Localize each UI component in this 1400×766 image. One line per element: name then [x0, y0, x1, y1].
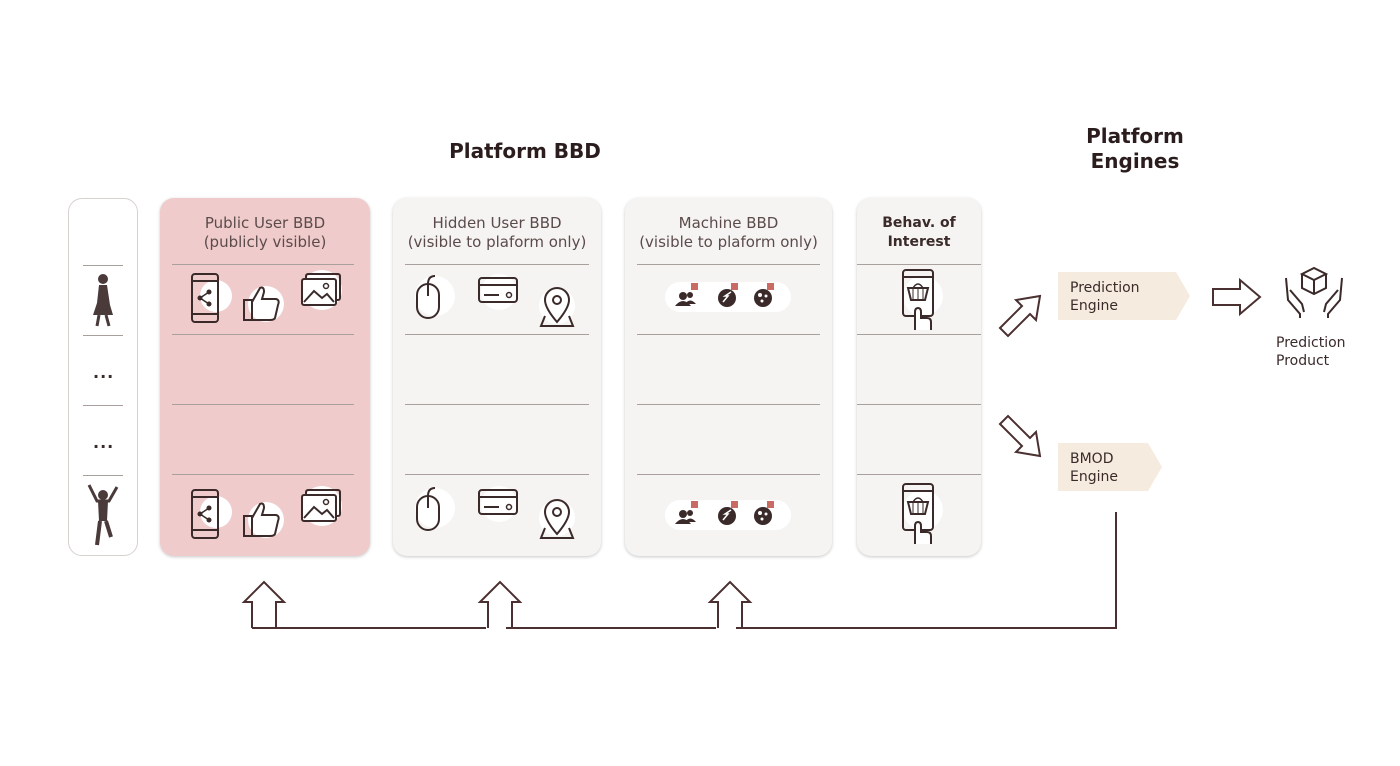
woman-figure-icon [93, 274, 113, 327]
prediction-product-label: Prediction Product [1276, 334, 1346, 370]
row-divider [405, 474, 589, 475]
up-arrow-icon [707, 580, 753, 628]
row-divider [857, 334, 981, 335]
public-user-bbd-title: Public User BBD [204, 214, 326, 232]
machine-bbd-title: Machine BBD [678, 214, 779, 232]
machine-signals-icon [665, 282, 791, 312]
row-divider [83, 335, 123, 336]
machine-signals-icon [665, 500, 791, 530]
row-divider [83, 405, 123, 406]
machine-bbd-header: Machine BBD (visible to plaform only) [625, 214, 832, 252]
ellipsis-row-3: ... [93, 433, 115, 452]
hands-box-icon [1285, 266, 1343, 318]
platform-engines-title: Platform Engines [1060, 124, 1210, 174]
behav-of-interest-subtitle: Interest [887, 234, 951, 250]
row-divider [637, 264, 820, 265]
thumbs-up-icon [243, 502, 284, 538]
behav-of-interest-title: Behav. of [882, 215, 956, 231]
arrow-up-right-icon [998, 294, 1042, 338]
prediction-engine-tip [1176, 272, 1190, 320]
up-arrow-icon [477, 580, 523, 628]
row-divider [405, 334, 589, 335]
arrow-down-right-icon [998, 414, 1042, 458]
row-divider [857, 474, 981, 475]
row-divider [857, 404, 981, 405]
prediction-product-label-line2: Product [1276, 353, 1330, 369]
row-divider [637, 404, 820, 405]
prediction-product-label-line1: Prediction [1276, 335, 1346, 351]
behav-of-interest-header: Behav. of Interest [857, 214, 981, 252]
row-divider [172, 264, 354, 265]
row-divider [857, 264, 981, 265]
hidden-user-bbd-title: Hidden User BBD [432, 214, 562, 232]
prediction-engine-box: Prediction Engine [1058, 272, 1176, 320]
phone-share-icon [191, 489, 232, 539]
up-arrow-icon [241, 580, 287, 628]
row-divider [637, 334, 820, 335]
mouse-icon [415, 487, 455, 531]
row-divider [172, 334, 354, 335]
machine-bbd-panel: Machine BBD (visible to plaform only) [625, 198, 832, 556]
hidden-user-bbd-panel: Hidden User BBD (visible to plaform only… [393, 198, 601, 556]
platform-engines-title-line2: Engines [1090, 149, 1180, 173]
ellipsis-row-2: ... [93, 363, 115, 382]
bmod-engine-box: BMOD Engine [1058, 443, 1148, 491]
prediction-engine-label-line2: Engine [1070, 298, 1118, 314]
credit-card-icon [478, 486, 518, 522]
row-divider [83, 265, 123, 266]
row-divider [405, 264, 589, 265]
behav-of-interest-panel: Behav. of Interest [857, 198, 981, 556]
row-divider [172, 404, 354, 405]
bmod-engine-tip [1148, 443, 1162, 491]
prediction-engine-label-line1: Prediction [1070, 280, 1140, 296]
mouse-icon [415, 275, 455, 319]
jumping-man-icon [87, 484, 119, 546]
hidden-user-bbd-subtitle: (visible to plaform only) [407, 233, 587, 251]
platform-bbd-title: Platform BBD [449, 139, 601, 163]
mobile-shopping-icon [902, 269, 943, 330]
phone-share-icon [191, 273, 232, 323]
mobile-shopping-icon [902, 483, 943, 544]
images-icon [301, 270, 342, 310]
bmod-engine-label-line1: BMOD [1070, 451, 1114, 467]
location-pin-icon [539, 287, 575, 327]
users-column: ... ... [68, 198, 138, 556]
public-user-bbd-header: Public User BBD (publicly visible) [160, 214, 370, 252]
public-user-bbd-panel: Public User BBD (publicly visible) [160, 198, 370, 556]
arrow-right-icon [1212, 277, 1262, 317]
row-divider [405, 404, 589, 405]
public-user-bbd-subtitle: (publicly visible) [203, 233, 327, 251]
images-icon [301, 486, 342, 526]
platform-engines-title-line1: Platform [1086, 124, 1184, 148]
row-divider [172, 474, 354, 475]
hidden-user-bbd-header: Hidden User BBD (visible to plaform only… [393, 214, 601, 252]
thumbs-up-icon [243, 286, 284, 322]
credit-card-icon [478, 274, 518, 310]
row-divider [83, 475, 123, 476]
row-divider [637, 474, 820, 475]
location-pin-icon [539, 499, 575, 539]
bmod-engine-label-line2: Engine [1070, 469, 1118, 485]
machine-bbd-subtitle: (visible to plaform only) [639, 233, 818, 251]
